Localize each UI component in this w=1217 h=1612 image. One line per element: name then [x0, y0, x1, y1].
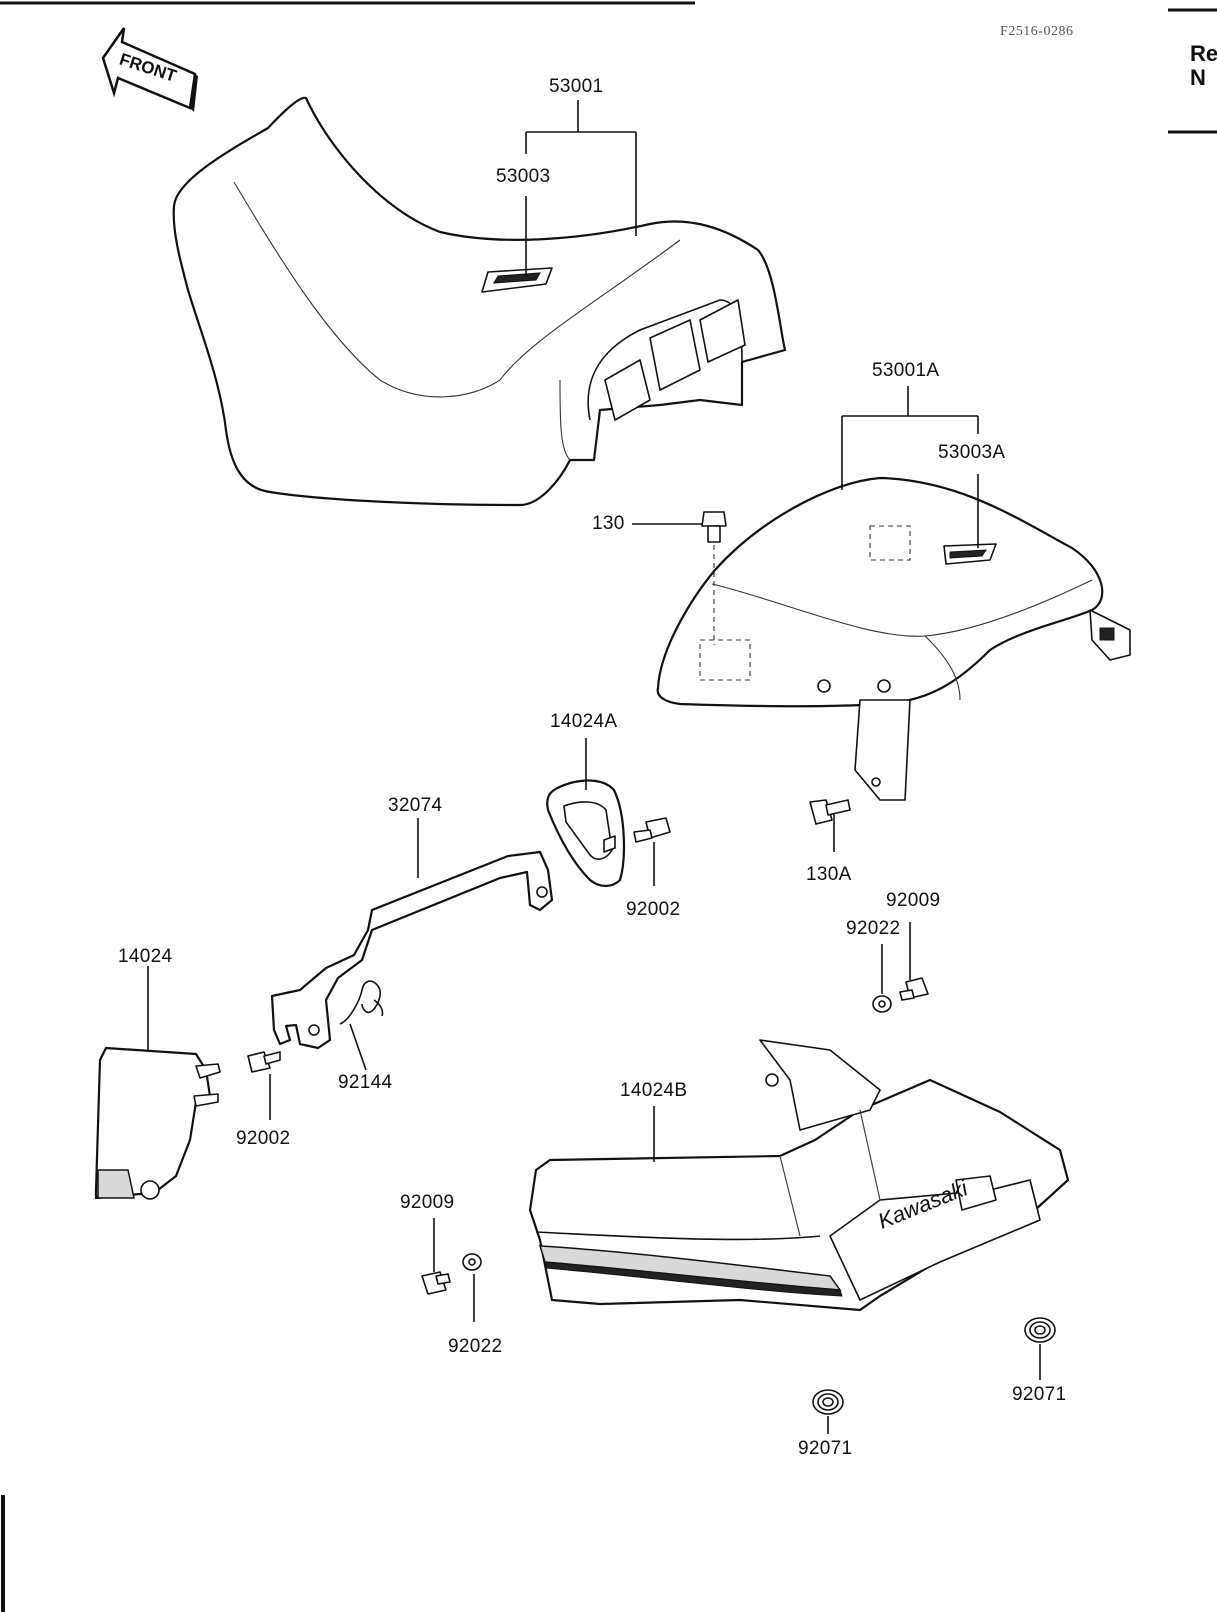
label-92009-b: 92009: [400, 1192, 455, 1213]
screw-92002-a: [633, 817, 671, 843]
screw-92009-b: [421, 1271, 451, 1295]
diagram-code: F2516-0286: [1000, 24, 1074, 39]
cover-14024A: [546, 779, 626, 888]
label-92022-b: 92022: [448, 1336, 503, 1357]
stay-32074: [270, 850, 554, 1050]
washer-92022-b: [462, 1253, 482, 1271]
label-14024B: 14024B: [620, 1080, 688, 1101]
label-130: 130: [592, 513, 625, 534]
tail-cowl-14024B: Kawasaki: [528, 1039, 1070, 1312]
seat-53001: [172, 96, 787, 507]
washer-92022-a: [872, 995, 892, 1013]
cover-14024: [94, 1046, 221, 1200]
label-92071-b: 92071: [1012, 1384, 1067, 1405]
label-92002-b: 92002: [236, 1128, 291, 1149]
label-53001: 53001: [549, 76, 604, 97]
label-14024A: 14024A: [550, 711, 618, 732]
bolt-130A: [809, 799, 851, 825]
label-92144: 92144: [338, 1072, 393, 1093]
screw-92002-b: [247, 1051, 281, 1073]
screw-92009-a: [899, 977, 929, 1001]
label-53003A: 53003A: [938, 442, 1006, 463]
grommet-92071-a: [812, 1389, 844, 1415]
leader-lines: [147, 100, 1041, 1434]
rear-cowl-53001A: [656, 476, 1131, 801]
label-92071-a: 92071: [798, 1438, 853, 1459]
label-53001A: 53001A: [872, 360, 940, 381]
label-32074: 32074: [388, 795, 443, 816]
label-92009-a: 92009: [886, 890, 941, 911]
label-92022-a: 92022: [846, 918, 901, 939]
spring-92144: [339, 980, 384, 1025]
bolt-130: [701, 511, 727, 645]
label-130A: 130A: [806, 864, 852, 885]
label-92002-a: 92002: [626, 899, 681, 920]
grommet-92071-b: [1024, 1317, 1056, 1343]
side-label-line-1: Re: [1190, 41, 1217, 66]
front-arrow-icon: FRONT: [101, 27, 198, 112]
label-14024: 14024: [118, 946, 173, 967]
side-label-line-2: N: [1190, 65, 1206, 90]
label-53003: 53003: [496, 166, 551, 187]
